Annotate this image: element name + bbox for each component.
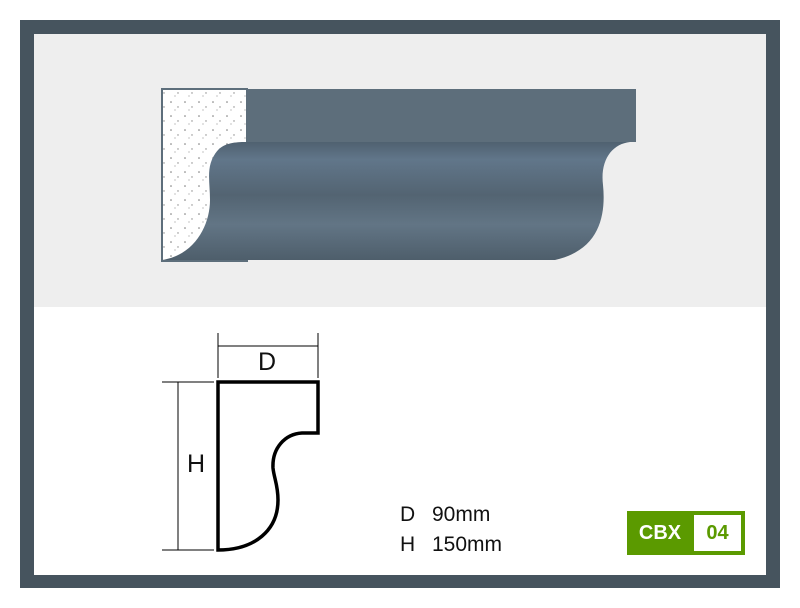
- product-series: CBX: [638, 522, 682, 544]
- top-band: [246, 89, 636, 142]
- moulding-render: [161, 88, 636, 262]
- product-code-badge: CBX 04: [627, 511, 745, 555]
- curved-profile: [162, 142, 630, 260]
- profile-outline: [216, 380, 320, 552]
- product-number: 04: [694, 515, 741, 551]
- depth-label: D: [258, 348, 277, 376]
- height-label: H: [187, 450, 206, 478]
- profile-drawing: [162, 333, 320, 552]
